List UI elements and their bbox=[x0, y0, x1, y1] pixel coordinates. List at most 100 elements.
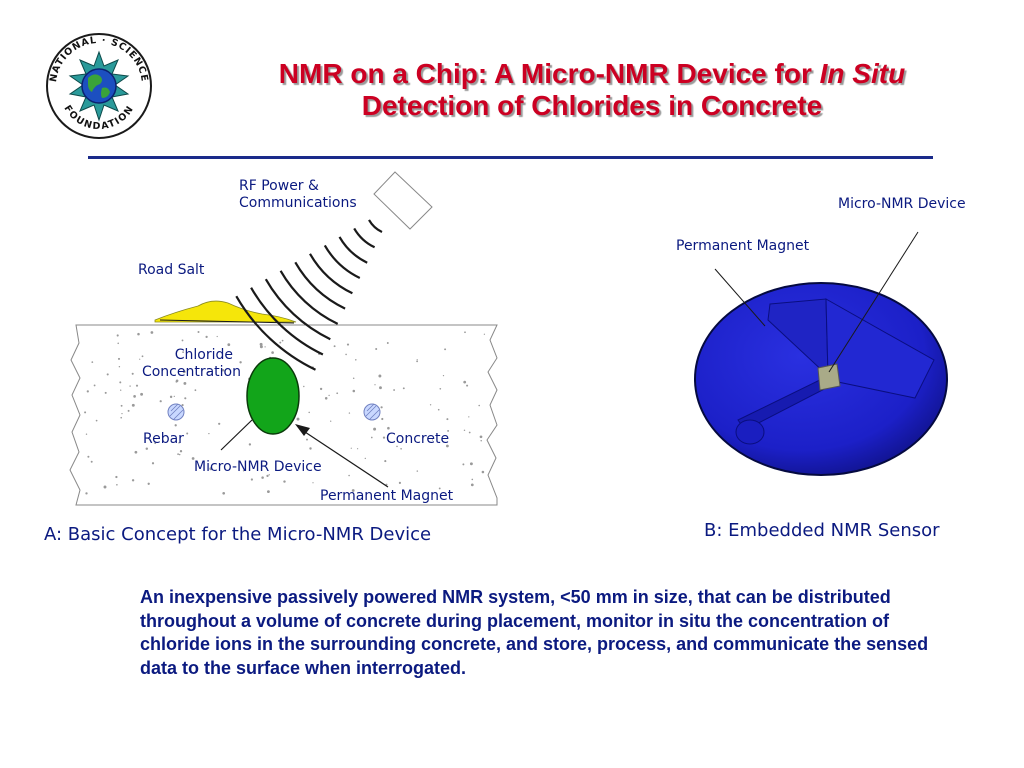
aggregate-speck bbox=[271, 351, 274, 354]
aggregate-speck bbox=[154, 442, 157, 445]
aggregate-speck bbox=[207, 370, 210, 374]
aggregate-speck bbox=[437, 408, 440, 411]
aggregate-speck bbox=[222, 491, 226, 495]
aggregate-speck bbox=[400, 447, 402, 450]
aggregate-speck bbox=[115, 475, 118, 479]
aggregate-speck bbox=[381, 417, 384, 421]
aggregate-speck bbox=[178, 453, 181, 456]
aggregate-speck bbox=[373, 427, 377, 431]
aggregate-speck bbox=[106, 373, 109, 376]
aggregate-speck bbox=[139, 358, 141, 360]
aggregate-speck bbox=[478, 404, 481, 407]
rebar-right bbox=[363, 403, 381, 421]
aggregate-speck bbox=[416, 470, 419, 472]
aggregate-speck bbox=[463, 380, 467, 384]
rf-wave-arc bbox=[338, 236, 368, 264]
aggregate-speck bbox=[119, 381, 122, 384]
aggregate-speck bbox=[303, 385, 305, 388]
aggregate-speck bbox=[393, 389, 396, 391]
aggregate-speck bbox=[95, 419, 98, 422]
aggregate-speck bbox=[259, 345, 263, 349]
page-title-line-2: Detection of Chlorides in Concrete bbox=[361, 90, 823, 121]
aggregate-speck bbox=[182, 351, 184, 353]
aggregate-speck bbox=[447, 429, 450, 432]
description-paragraph: An inexpensive passively powered NMR sys… bbox=[140, 587, 929, 678]
aggregate-speck bbox=[308, 411, 310, 414]
aggregate-speck bbox=[191, 457, 195, 460]
aggregate-speck bbox=[431, 439, 434, 441]
rf-wave-arc bbox=[264, 278, 331, 341]
rf-wave-arc bbox=[368, 219, 383, 233]
aggregate-speck bbox=[140, 392, 144, 396]
aggregate-speck bbox=[328, 394, 330, 397]
aggregate-speck bbox=[348, 474, 350, 477]
aggregate-speck bbox=[350, 447, 352, 449]
label-chloride-concentration: Chloride Concentration bbox=[128, 347, 241, 381]
aggregate-speck bbox=[267, 490, 270, 493]
aggregate-speck bbox=[118, 365, 121, 368]
title-divider bbox=[88, 156, 933, 159]
aggregate-speck bbox=[324, 397, 328, 400]
aggregate-speck bbox=[227, 343, 231, 347]
label-road-salt: Road Salt bbox=[138, 262, 205, 278]
label-rf-line-2: Communications bbox=[239, 195, 357, 211]
rf-wave-arc bbox=[294, 261, 346, 310]
aggregate-speck bbox=[250, 478, 254, 481]
aggregate-speck bbox=[179, 450, 183, 453]
aggregate-speck bbox=[120, 389, 122, 391]
aggregate-speck bbox=[480, 439, 482, 442]
aggregate-speck bbox=[117, 342, 119, 345]
aggregate-speck bbox=[266, 474, 269, 478]
aggregate-speck bbox=[120, 404, 123, 407]
aggregate-speck bbox=[283, 480, 286, 483]
aggregate-speck bbox=[345, 353, 347, 356]
aggregate-speck bbox=[127, 409, 130, 412]
aggregate-speck bbox=[464, 331, 466, 334]
aggregate-speck bbox=[147, 482, 150, 485]
aggregate-speck bbox=[259, 342, 263, 346]
rf-waves bbox=[235, 219, 383, 371]
aggregate-speck bbox=[261, 476, 264, 479]
aggregate-speck bbox=[184, 397, 187, 400]
label-rebar: Rebar bbox=[143, 431, 184, 447]
aggregate-speck bbox=[370, 436, 373, 439]
aggregate-speck bbox=[416, 359, 418, 361]
label-concrete: Concrete bbox=[386, 431, 450, 447]
page-title-line-1: NMR on a Chip: A Micro-NMR Device for In… bbox=[160, 58, 1024, 90]
aggregate-speck bbox=[462, 463, 465, 466]
aggregate-speck bbox=[103, 485, 107, 489]
aggregate-speck bbox=[378, 374, 382, 378]
aggregate-speck bbox=[483, 333, 486, 335]
label-chloride-line-2: Concentration bbox=[141, 364, 241, 380]
title-italic: In Situ bbox=[819, 58, 906, 89]
magnet-leader-line bbox=[304, 431, 389, 488]
aggregate-speck bbox=[85, 433, 88, 435]
road-salt-pile bbox=[154, 300, 297, 323]
aggregate-speck bbox=[208, 432, 210, 435]
aggregate-speck bbox=[181, 339, 184, 342]
aggregate-speck bbox=[173, 395, 175, 398]
aggregate-speck bbox=[386, 342, 389, 344]
b-device-leader-line bbox=[828, 231, 919, 373]
aggregate-speck bbox=[129, 385, 131, 387]
label-permanent-magnet-a: Permanent Magnet bbox=[320, 488, 454, 504]
aggregate-speck bbox=[351, 489, 355, 492]
aggregate-speck bbox=[181, 404, 184, 407]
aggregate-speck bbox=[471, 478, 474, 481]
aggregate-speck bbox=[446, 418, 449, 421]
aggregate-speck bbox=[468, 431, 471, 434]
aggregate-speck bbox=[134, 450, 138, 454]
aggregate-speck bbox=[309, 447, 312, 450]
aggregate-speck bbox=[137, 332, 140, 336]
rf-wave-arc bbox=[279, 270, 339, 325]
aggregate-speck bbox=[416, 360, 419, 363]
aggregate-speck bbox=[178, 442, 180, 444]
title-prefix: NMR on a Chip: A Micro-NMR Device for bbox=[278, 58, 820, 89]
b-magnet-leader-line bbox=[714, 268, 766, 327]
aggregate-speck bbox=[364, 457, 366, 460]
caption-figure-a: A: Basic Concept for the Micro-NMR Devic… bbox=[44, 524, 432, 545]
aggregate-speck bbox=[183, 381, 187, 385]
aggregate-speck bbox=[352, 389, 356, 393]
aggregate-speck bbox=[117, 357, 121, 360]
